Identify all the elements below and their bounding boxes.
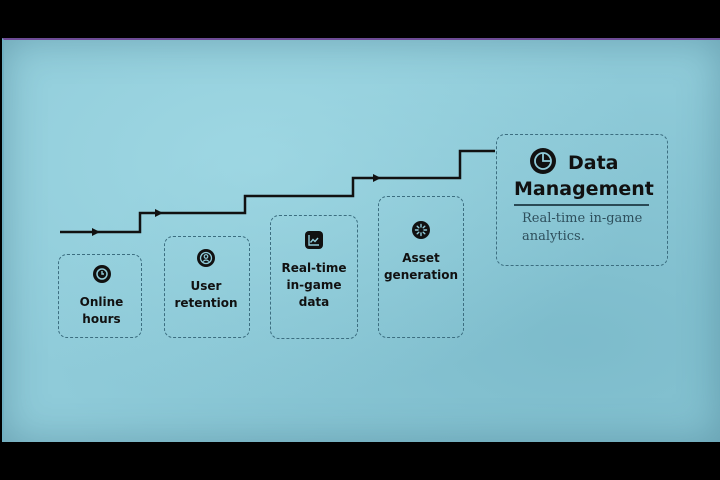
step-real-time-data: Real-time in-game data [272,231,356,311]
diagram-panel [2,38,720,442]
step-online-hours: Online hours [64,265,139,328]
arrow-head-3 [373,174,381,182]
arrow-head-1 [92,228,100,236]
step-label: Online hours [79,295,124,326]
chart-icon [305,231,323,249]
step-label: User retention [174,279,238,310]
step-user-retention: User retention [166,249,246,312]
step-card-3 [270,215,358,339]
final-title-line-2: Management [514,178,654,200]
step-asset-generation: Asset generation [380,221,462,284]
clock-icon [92,265,111,283]
loading-icon [412,221,430,239]
step-card-1 [58,254,142,338]
title-underline [514,204,649,206]
final-title-line-1: Data [568,152,619,174]
user-icon [197,249,215,267]
step-card-4 [378,196,464,338]
arrow-head-2 [155,209,163,217]
step-card-2 [164,236,250,338]
step-label: Real-time in-game data [281,261,347,309]
pie-chart-icon [530,148,556,174]
final-subtitle: Real-time in-game analytics. [522,211,643,244]
final-icon-wrap [530,148,556,178]
final-card [496,134,668,266]
step-label: Asset generation [383,251,459,282]
